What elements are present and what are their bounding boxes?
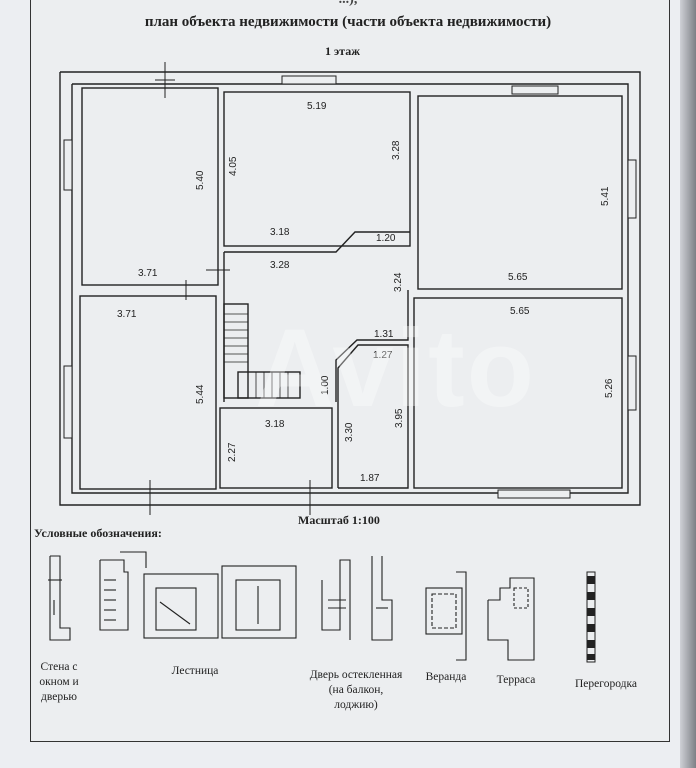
legend-stairs-label: Лестница [171, 665, 219, 677]
dim-1-27: 1.27 [373, 350, 393, 361]
dim-3-71-b: 3.71 [117, 309, 137, 320]
legend-veranda-label: Веранда [425, 671, 467, 683]
legend-door-label: Дверь остекленная (на балкон, лоджию) [309, 669, 403, 711]
dim-3-28-right: 3.28 [391, 140, 402, 160]
dim-5-40: 5.40 [195, 170, 206, 190]
legend-terrace-label: Терраса [496, 674, 536, 686]
legend-symbols [48, 551, 535, 661]
legend-partition-label: Перегородка [575, 678, 637, 690]
dim-4-05: 4.05 [228, 156, 239, 176]
dim-5-41: 5.41 [600, 186, 611, 206]
dim-3-18-bottom: 3.18 [265, 419, 285, 430]
dim-3-24: 3.24 [393, 272, 404, 292]
dim-3-71-a: 3.71 [138, 268, 158, 279]
legend-title: Условные обозначения: [34, 526, 162, 540]
legend-wall-label: Стена с окном и дверью [39, 661, 79, 703]
header-top-fragment: ...), [0, 0, 696, 8]
dim-1-00: 1.00 [320, 375, 331, 395]
dim-1-31: 1.31 [374, 329, 394, 340]
legend-partition-symbol [586, 571, 596, 663]
page-edge-shadow [680, 0, 696, 768]
dim-5-65-a: 5.65 [508, 272, 528, 283]
dim-5-44: 5.44 [195, 384, 206, 404]
dim-1-20: 1.20 [376, 233, 396, 244]
dim-3-28-mid: 3.28 [270, 260, 290, 271]
dim-3-95: 3.95 [394, 408, 405, 428]
dim-5-65-b: 5.65 [510, 306, 530, 317]
dim-5-26: 5.26 [604, 378, 615, 398]
dim-2-27: 2.27 [227, 442, 238, 462]
dim-3-18-top: 3.18 [270, 227, 290, 238]
dim-1-87: 1.87 [360, 473, 380, 484]
document-title: план объекта недвижимости (части объекта… [144, 14, 552, 30]
dim-3-30: 3.30 [344, 422, 355, 442]
dim-5-19: 5.19 [307, 101, 327, 112]
avito-watermark: Avito [255, 307, 536, 430]
scale-label: Масштаб 1:100 [298, 513, 380, 527]
floor-label: 1 этаж [325, 44, 360, 58]
